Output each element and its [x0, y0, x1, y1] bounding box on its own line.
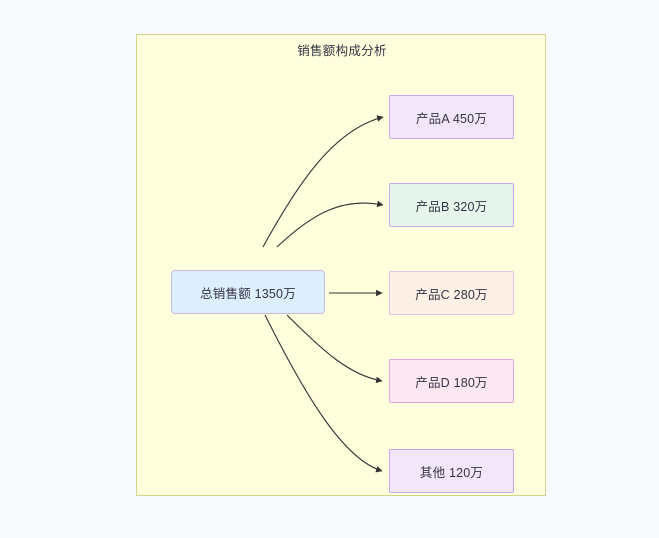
node-product-b[interactable]: 产品B 320万	[389, 183, 514, 227]
node-product-c[interactable]: 产品C 280万	[389, 271, 514, 315]
node-product-b-label: 产品B 320万	[415, 199, 488, 214]
diagram-title: 销售额构成分析	[297, 44, 387, 58]
node-total-sales-label: 总销售额 1350万	[200, 286, 296, 301]
node-other[interactable]: 其他 120万	[389, 449, 514, 493]
edge-root-to-productB	[276, 200, 384, 248]
node-total-sales[interactable]: 总销售额 1350万	[171, 270, 325, 314]
node-product-d-label: 产品D 180万	[415, 375, 488, 390]
edge-root-to-productD	[286, 314, 383, 384]
edge-root-to-other	[264, 314, 383, 473]
node-product-d[interactable]: 产品D 180万	[389, 359, 514, 403]
edge-root-to-productA	[262, 115, 384, 248]
node-product-a-label: 产品A 450万	[415, 111, 488, 126]
diagram-canvas: 销售额构成分析 总销售额 1350万 产品A 450万 产品B 320万 产品C…	[136, 34, 546, 496]
node-product-c-label: 产品C 280万	[415, 287, 488, 302]
node-other-label: 其他 120万	[419, 465, 484, 480]
node-product-a[interactable]: 产品A 450万	[389, 95, 514, 139]
